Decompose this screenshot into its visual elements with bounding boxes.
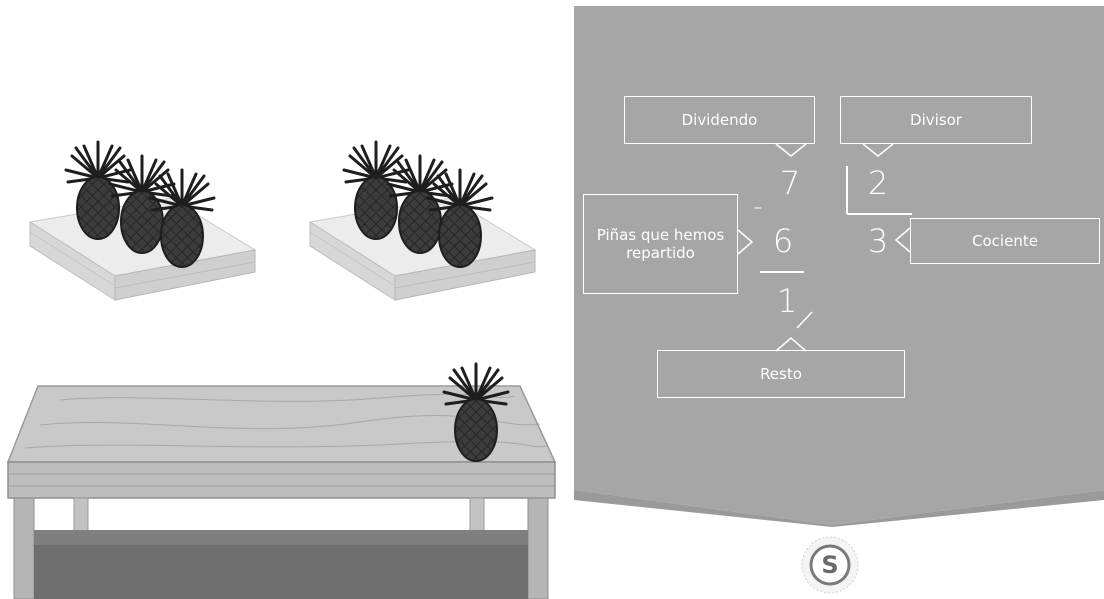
divisor-label: Divisor <box>840 96 1032 144</box>
remainder-label: Resto <box>657 350 905 398</box>
quotient-digit: 3 <box>858 222 898 260</box>
subtracted-digit: 6 <box>763 222 803 260</box>
dividend-label-text: Dividendo <box>682 111 758 129</box>
dividend-label: Dividendo <box>624 96 815 144</box>
crate-right <box>310 142 535 300</box>
remainder-digit: 1 <box>767 282 807 320</box>
remainder-label-text: Resto <box>760 365 802 383</box>
subtracted-label-text: Piñas que hemos repartido <box>590 226 731 262</box>
quotient-label: Cociente <box>910 218 1100 264</box>
minus-sign: - <box>738 192 778 222</box>
divisor-label-text: Divisor <box>910 111 962 129</box>
table <box>8 364 555 599</box>
crate-left <box>30 142 255 300</box>
logo-letter: S <box>810 545 850 585</box>
quotient-label-text: Cociente <box>972 232 1038 250</box>
subtracted-label: Piñas que hemos repartido <box>583 194 738 294</box>
divisor-digit: 2 <box>858 164 898 202</box>
